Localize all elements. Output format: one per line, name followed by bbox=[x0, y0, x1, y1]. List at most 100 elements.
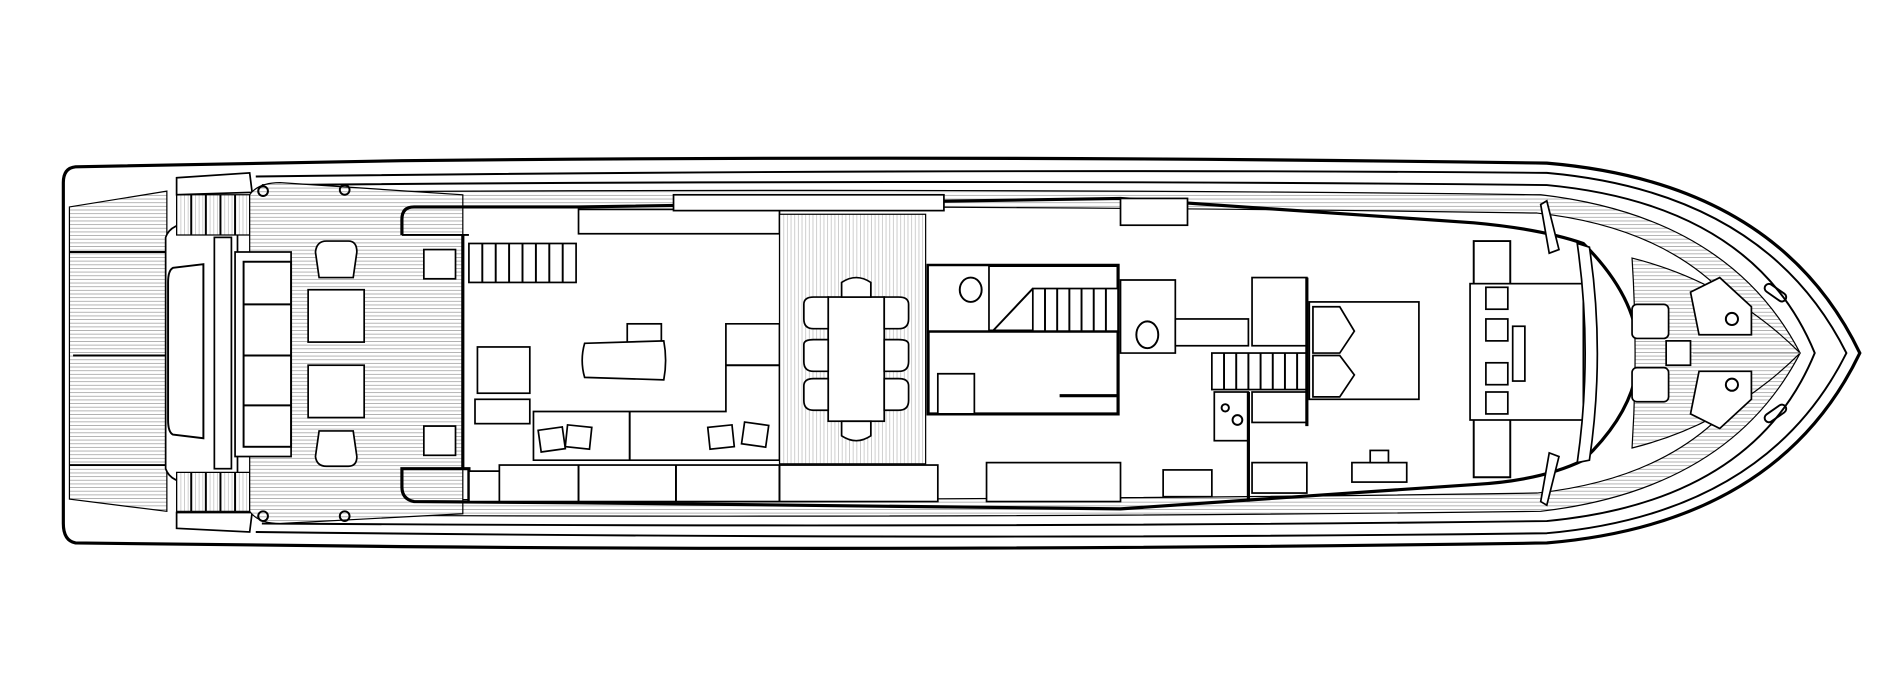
day-head bbox=[927, 264, 990, 332]
windlass-port bbox=[1689, 276, 1753, 336]
crew-stairs[interactable] bbox=[1211, 352, 1308, 391]
cushion bbox=[1485, 318, 1509, 342]
windlass-starboard bbox=[1689, 370, 1753, 430]
dining-chair[interactable] bbox=[802, 338, 830, 373]
salon bbox=[468, 193, 945, 503]
plan-line bbox=[242, 260, 293, 448]
superstructure bbox=[400, 196, 1640, 511]
dining-chair[interactable] bbox=[883, 338, 910, 373]
burner-icon bbox=[1231, 414, 1244, 426]
cushion bbox=[740, 421, 770, 449]
cushion bbox=[1485, 361, 1509, 386]
anchor-hatch bbox=[1665, 340, 1692, 367]
forward-lounge bbox=[1469, 242, 1599, 464]
fridge-unit bbox=[1251, 276, 1308, 347]
cooktop bbox=[1213, 391, 1250, 442]
central-service-block bbox=[926, 197, 1213, 503]
toilet-icon bbox=[1135, 320, 1160, 350]
cushion bbox=[564, 423, 593, 451]
dining-chair[interactable] bbox=[802, 296, 830, 330]
hull-outer-line bbox=[61, 156, 1862, 550]
aft-chair[interactable] bbox=[314, 240, 358, 279]
side-gate[interactable] bbox=[1539, 451, 1560, 507]
stair-cap bbox=[175, 171, 254, 196]
foredeck bbox=[1539, 199, 1801, 507]
planter bbox=[422, 248, 457, 280]
salon-armchair[interactable] bbox=[476, 346, 531, 395]
plan-line bbox=[1211, 352, 1308, 391]
aft-chair[interactable] bbox=[314, 430, 358, 468]
burner-icon bbox=[1220, 403, 1230, 413]
flybridge-stairs[interactable] bbox=[468, 242, 577, 284]
cushion bbox=[1485, 286, 1509, 311]
dining-chair[interactable] bbox=[840, 420, 872, 442]
cushion bbox=[706, 423, 736, 451]
stair-cap bbox=[175, 511, 254, 533]
dining-chair[interactable] bbox=[883, 296, 910, 330]
cushion bbox=[1485, 391, 1509, 415]
dining-table[interactable] bbox=[827, 296, 886, 423]
hull bbox=[61, 156, 1862, 550]
dining-chair[interactable] bbox=[802, 377, 830, 412]
hawse-pipe-icon bbox=[1763, 282, 1788, 303]
salon-cabinet bbox=[474, 398, 531, 425]
swim-platform bbox=[68, 190, 239, 512]
coffee-table[interactable] bbox=[581, 339, 667, 381]
bollard-icon bbox=[338, 510, 351, 523]
lower-deck-stairs[interactable] bbox=[991, 287, 1119, 332]
galley-counter bbox=[985, 461, 1122, 503]
locker bbox=[1119, 197, 1189, 227]
galley bbox=[1174, 276, 1309, 502]
galley-sink bbox=[1162, 469, 1213, 498]
dining-chair[interactable] bbox=[883, 377, 910, 412]
deckhouse-outline bbox=[400, 196, 1640, 511]
capstan-icon bbox=[1724, 377, 1739, 392]
dining-area bbox=[778, 213, 927, 465]
starboard-cabinetry bbox=[498, 464, 939, 503]
stern-stairs-starboard[interactable] bbox=[175, 471, 254, 533]
wardrobe bbox=[1251, 391, 1308, 424]
plan-line bbox=[1031, 287, 1119, 332]
salon-sideboard bbox=[577, 208, 781, 235]
sunpad-cushion bbox=[1631, 366, 1670, 403]
aft-sofa[interactable] bbox=[234, 251, 293, 458]
pillow bbox=[1312, 305, 1356, 354]
wall bbox=[1246, 277, 1309, 502]
cushion bbox=[537, 425, 567, 453]
port-window-bench bbox=[672, 193, 945, 212]
wall bbox=[926, 331, 1120, 416]
cleat-icon bbox=[257, 185, 269, 197]
pillow bbox=[1312, 354, 1356, 398]
aft-table[interactable] bbox=[307, 288, 366, 343]
aft-table[interactable] bbox=[307, 364, 366, 419]
bulwark-inner-line bbox=[261, 181, 1816, 527]
capstan-icon bbox=[1724, 311, 1739, 327]
swim-platform-teak bbox=[68, 190, 168, 512]
aft-deck bbox=[234, 181, 464, 525]
transom-rail bbox=[213, 236, 233, 470]
side-gate[interactable] bbox=[1539, 199, 1560, 255]
garage-hatch-window bbox=[167, 263, 205, 440]
sunpad-cushion bbox=[1631, 303, 1670, 340]
crew-head bbox=[1119, 279, 1177, 354]
cleat-icon bbox=[257, 510, 269, 523]
forward-table bbox=[1511, 325, 1526, 382]
stool bbox=[1369, 449, 1390, 464]
vanity-desk bbox=[1351, 461, 1408, 483]
bollard-icon bbox=[338, 184, 351, 196]
galley-counter-top bbox=[1174, 318, 1250, 347]
plan-line bbox=[991, 287, 1034, 332]
aft-deck-teak bbox=[249, 181, 464, 525]
dining-chair[interactable] bbox=[840, 276, 872, 298]
spiral-stair[interactable] bbox=[936, 372, 976, 415]
toilet-icon bbox=[958, 276, 983, 303]
hull-rubrail-line bbox=[255, 170, 1848, 538]
planter bbox=[422, 425, 457, 457]
stair-treads bbox=[175, 194, 251, 236]
wardrobe bbox=[1251, 461, 1308, 494]
hawse-pipe-icon bbox=[1763, 403, 1788, 424]
stern-stairs-port[interactable] bbox=[175, 171, 254, 236]
stair-treads bbox=[175, 471, 251, 512]
windscreen bbox=[1576, 242, 1599, 464]
